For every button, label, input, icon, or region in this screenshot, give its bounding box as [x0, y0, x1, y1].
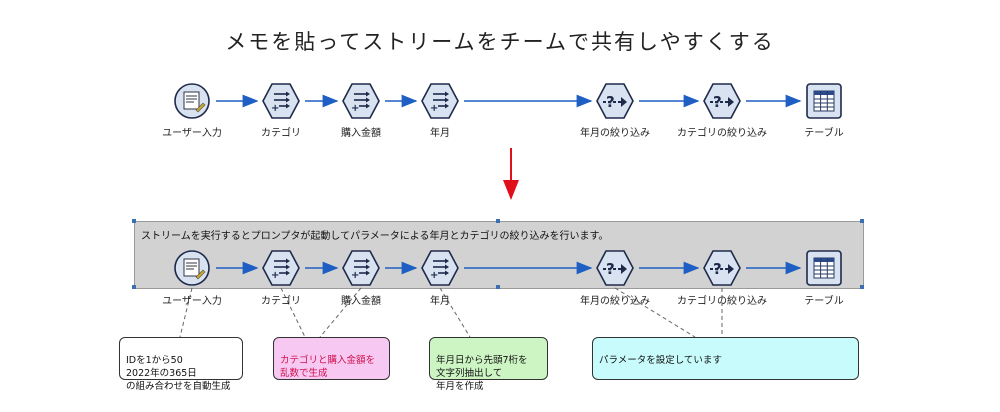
stream-node[interactable] — [804, 248, 844, 288]
select-icon: ? — [702, 81, 742, 121]
note-text: カテゴリと購入金額を 乱数で生成 — [280, 355, 376, 379]
derive-icon: + — [261, 248, 301, 288]
table-icon — [804, 248, 844, 288]
node-label: 年月の絞り込み — [580, 296, 650, 307]
note-connectors — [179, 287, 723, 338]
node-label: カテゴリの絞り込み — [677, 296, 767, 307]
svg-text:+: + — [271, 270, 279, 281]
stream-node[interactable] — [172, 81, 212, 121]
node-label: テーブル — [804, 296, 844, 307]
stream-node[interactable] — [804, 81, 844, 121]
note-category-amount[interactable]: カテゴリと購入金額を 乱数で生成 — [273, 337, 390, 380]
stream-node[interactable]: + — [341, 248, 381, 288]
stream-node[interactable]: ? — [595, 81, 635, 121]
note-text: パラメータを設定しています — [599, 355, 722, 366]
node-label: 年月 — [430, 296, 450, 307]
svg-text:+: + — [430, 270, 438, 281]
user-input-icon — [172, 248, 212, 288]
derive-icon: + — [341, 81, 381, 121]
note-text: IDを1から50 2022年の365日 の組み合わせを自動生成 — [126, 355, 231, 392]
svg-text:+: + — [271, 103, 279, 114]
resize-handle[interactable] — [860, 285, 864, 289]
stream-node[interactable]: ? — [702, 81, 742, 121]
node-label: カテゴリ — [261, 128, 301, 139]
user-input-icon — [172, 81, 212, 121]
stream-node[interactable]: + — [261, 248, 301, 288]
select-icon: ? — [702, 248, 742, 288]
svg-text:+: + — [351, 103, 359, 114]
derive-icon: + — [341, 248, 381, 288]
resize-handle[interactable] — [860, 219, 864, 223]
node-label: 年月 — [430, 128, 450, 139]
stream-node[interactable] — [172, 248, 212, 288]
node-label: 購入金額 — [341, 296, 381, 307]
stream-node[interactable]: + — [261, 81, 301, 121]
node-label: テーブル — [804, 128, 844, 139]
note-year-month[interactable]: 年月日から先頭7桁を 文字列抽出して 年月を作成 — [429, 337, 548, 392]
resize-handle[interactable] — [496, 285, 500, 289]
stream-node[interactable]: + — [420, 248, 460, 288]
node-label: カテゴリの絞り込み — [677, 128, 767, 139]
stream-node[interactable]: ? — [702, 248, 742, 288]
note-parameter[interactable]: パラメータを設定しています — [592, 337, 859, 380]
note-text: 年月日から先頭7桁を 文字列抽出して 年月を作成 — [436, 355, 528, 392]
stream-node[interactable]: ? — [595, 248, 635, 288]
derive-icon: + — [261, 81, 301, 121]
table-icon — [804, 81, 844, 121]
node-label: 購入金額 — [341, 128, 381, 139]
resize-handle[interactable] — [132, 219, 136, 223]
stream-comment-text: ストリームを実行するとプロンプタが起動してパラメータによる年月とカテゴリの絞り込… — [141, 231, 609, 242]
page-title: メモを貼ってストリームをチームで共有しやすくする — [225, 30, 775, 54]
stream-node[interactable]: + — [420, 81, 460, 121]
select-icon: ? — [595, 81, 635, 121]
node-label: ユーザー入力 — [162, 296, 222, 307]
stream-node[interactable]: + — [341, 81, 381, 121]
derive-icon: + — [420, 81, 460, 121]
node-label: カテゴリ — [261, 296, 301, 307]
note-user-input[interactable]: IDを1から50 2022年の365日 の組み合わせを自動生成 — [119, 337, 243, 392]
svg-text:+: + — [351, 270, 359, 281]
svg-text:+: + — [430, 103, 438, 114]
derive-icon: + — [420, 248, 460, 288]
node-label: ユーザー入力 — [162, 128, 222, 139]
node-label: 年月の絞り込み — [580, 128, 650, 139]
resize-handle[interactable] — [496, 219, 500, 223]
resize-handle[interactable] — [132, 285, 136, 289]
stream-comment-box[interactable] — [134, 221, 864, 289]
select-icon: ? — [595, 248, 635, 288]
